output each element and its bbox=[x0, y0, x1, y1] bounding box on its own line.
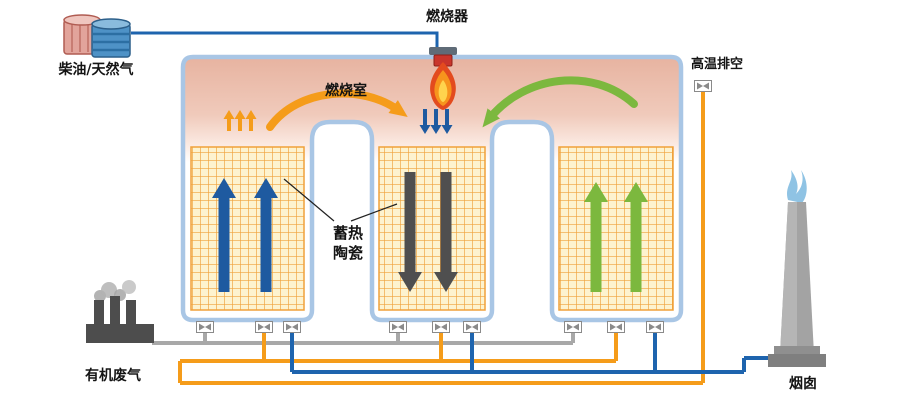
curved-arrow-orange bbox=[266, 89, 408, 131]
small-down-arrow-blue bbox=[430, 109, 442, 134]
ceramic-pointer-lines bbox=[283, 178, 398, 222]
label-burner: 燃烧器 bbox=[426, 9, 468, 25]
label-combustion-chamber: 燃烧室 bbox=[325, 83, 367, 99]
label-waste-gas: 有机废气 bbox=[85, 368, 141, 384]
valve-icon bbox=[432, 321, 450, 333]
flame-icon bbox=[430, 62, 456, 110]
up-arrow-green bbox=[584, 182, 608, 292]
valve-icon bbox=[283, 321, 301, 333]
small-down-arrow-blue bbox=[419, 109, 431, 134]
chimney-icon bbox=[768, 170, 826, 367]
label-fuel: 柴油/天然气 bbox=[58, 62, 134, 78]
label-heat-storage-ceramic: 蓄热 陶瓷 bbox=[320, 223, 376, 263]
down-arrow-gray bbox=[434, 172, 458, 292]
purge-pipe-orange bbox=[178, 92, 705, 385]
burner-icon bbox=[429, 47, 457, 67]
chamber-small-arrows bbox=[223, 76, 638, 134]
up-arrow-blue bbox=[212, 178, 236, 292]
label-stack: 烟囱 bbox=[789, 376, 817, 392]
small-up-arrow-orange bbox=[223, 110, 235, 131]
valve-icon bbox=[255, 321, 273, 333]
small-down-arrow-blue bbox=[441, 109, 453, 134]
fuel-pipe bbox=[131, 31, 439, 48]
ceramic-bed-right bbox=[558, 146, 674, 311]
up-arrow-green bbox=[624, 182, 648, 292]
label-high-temp-vent: 高温排空 bbox=[690, 57, 743, 72]
small-up-arrow-orange bbox=[245, 110, 257, 131]
label-heat-storage-line1: 蓄热 bbox=[332, 224, 363, 242]
valve-icon bbox=[564, 321, 582, 333]
label-heat-storage-line2: 陶瓷 bbox=[332, 244, 363, 262]
small-up-arrow-orange bbox=[234, 110, 246, 131]
flow-arrows bbox=[212, 172, 648, 292]
ceramic-bed-middle bbox=[378, 146, 486, 311]
fuel-drums-icon bbox=[63, 14, 131, 58]
valve-icon bbox=[196, 321, 214, 333]
down-arrow-gray bbox=[398, 172, 422, 292]
valve-icon bbox=[389, 321, 407, 333]
valve-icon bbox=[646, 321, 664, 333]
exhaust-pipe-blue bbox=[290, 330, 772, 374]
up-arrow-blue bbox=[254, 178, 278, 292]
curved-arrow-green bbox=[482, 76, 638, 128]
pipes bbox=[152, 92, 772, 385]
ceramic-bed-left bbox=[190, 146, 305, 311]
factory-icon bbox=[86, 280, 154, 343]
valve-icon bbox=[463, 321, 481, 333]
valve-icon bbox=[607, 321, 625, 333]
vent-valve-icon bbox=[694, 80, 712, 92]
waste-gas-pipe-gray bbox=[152, 330, 575, 345]
